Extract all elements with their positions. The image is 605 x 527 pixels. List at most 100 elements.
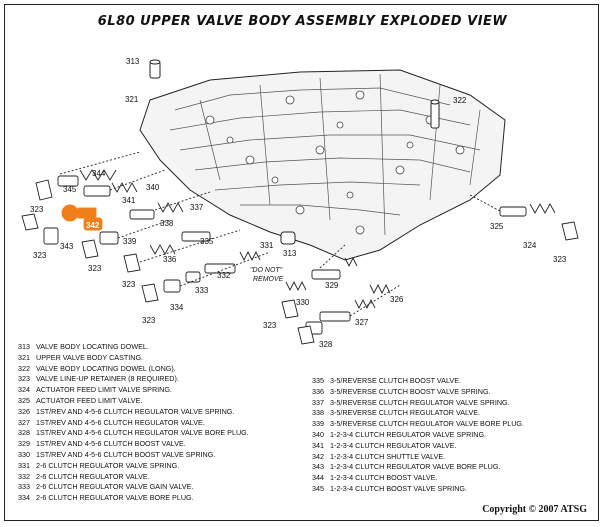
callout-343: 343 — [60, 242, 74, 251]
legend-item: 332 2-6 CLUTCH REGULATOR VALVE. — [18, 472, 249, 483]
legend-number: 330 — [18, 449, 30, 459]
legend-number: 342 — [312, 451, 324, 461]
callout-337: 337 — [190, 203, 204, 212]
svg-text:REMOVE: REMOVE — [253, 276, 284, 283]
legend-text: 1-2-3-4 CLUTCH REGULATOR VALVE. — [330, 440, 457, 450]
dowel-313-bottom — [280, 231, 296, 245]
callout-329: 329 — [325, 281, 339, 290]
legend-item: 339 3-5/REVERSE CLUTCH REGULATOR VALVE BO… — [312, 419, 524, 430]
upper-valve-body-casting — [139, 69, 506, 261]
legend-number: 333 — [18, 482, 30, 492]
legend-item: 335 3-5/REVERSE CLUTCH BOOST VALVE. — [312, 376, 524, 387]
legend-text: 2-6 CLUTCH REGULATOR VALVE BORE PLUG. — [36, 493, 194, 503]
legend-text: 1-2-3-4 CLUTCH SHUTTLE VALVE. — [330, 451, 446, 461]
callout-323-h: 323 — [122, 280, 136, 289]
legend-text: ACTUATOR FEED LIMIT VALVE. — [36, 395, 143, 405]
legend-text: 2-6 CLUTCH REGULATOR VALVE GAIN VALVE. — [36, 482, 194, 492]
legend-number: 340 — [312, 429, 324, 439]
legend-number: 343 — [312, 462, 324, 472]
legend-text: 1ST/REV AND 4-5-6 CLUTCH BOOST VALVE SPR… — [36, 449, 216, 459]
legend-text: UPPER VALVE BODY CASTING. — [36, 352, 144, 362]
legend-text: 3-5/REVERSE CLUTCH BOOST VALVE. — [330, 376, 462, 385]
legend-item: 333 2-6 CLUTCH REGULATOR VALVE GAIN VALVE… — [18, 482, 249, 493]
legend-number: 313 — [18, 342, 30, 351]
callout-342: 342 — [86, 221, 100, 230]
valve-train-right — [281, 194, 579, 345]
callout-341: 341 — [122, 196, 136, 205]
callout-313: 313 — [126, 57, 140, 66]
legend-number: 338 — [312, 408, 324, 418]
callout-313-b: 313 — [283, 249, 297, 258]
callout-338: 338 — [160, 219, 174, 228]
legend-text: 1ST/REV AND 4-5-6 CLUTCH REGULATOR VALVE… — [36, 406, 235, 416]
legend-number: 335 — [312, 376, 324, 385]
legend-item: 342 1-2-3-4 CLUTCH SHUTTLE VALVE. — [312, 452, 524, 463]
legend-number: 339 — [312, 419, 324, 429]
legend-text: 1ST/REV AND 4-5-6 CLUTCH REGULATOR VALVE… — [36, 428, 249, 438]
callout-322: 322 — [453, 96, 467, 105]
callout-327: 327 — [355, 318, 369, 327]
legend-number: 332 — [18, 471, 30, 481]
legend-number: 334 — [18, 493, 30, 503]
legend-item: 343 1-2-3-4 CLUTCH REGULATOR VALVE BORE P… — [312, 462, 524, 473]
legend-number: 325 — [18, 395, 30, 405]
legend-text: 3-5/REVERSE CLUTCH REGULATOR VALVE BORE … — [330, 419, 524, 429]
callout-332: 332 — [217, 271, 231, 280]
callout-labels: 313 321 322 344 345 340 341 323 342 343 … — [30, 57, 567, 349]
do-not-remove-note: "DO NOT" REMOVE — [250, 267, 284, 283]
legend-number: 326 — [18, 406, 30, 416]
callout-323-c: 323 — [553, 255, 567, 264]
callout-339: 339 — [123, 237, 137, 246]
callout-340: 340 — [146, 183, 160, 192]
callout-333: 333 — [195, 286, 209, 295]
callout-345: 345 — [63, 185, 77, 194]
legend-number: 327 — [18, 417, 30, 427]
legend-item: 322 VALVE BODY LOCATING DOWEL (LONG). — [18, 364, 249, 375]
legend-text: 1-2-3-4 CLUTCH BOOST VALVE. — [330, 473, 438, 483]
dowel-313-top — [149, 59, 161, 79]
legend-item: 337 3-5/REVERSE CLUTCH REGULATOR VALVE SP… — [312, 398, 524, 409]
legend-number: 328 — [18, 428, 30, 438]
legend-number: 337 — [312, 397, 324, 407]
legend-item: 321 UPPER VALVE BODY CASTING. — [18, 353, 249, 364]
legend-number: 336 — [312, 386, 324, 396]
callout-321: 321 — [125, 95, 139, 104]
callout-335: 335 — [200, 237, 214, 246]
legend-number: 329 — [18, 439, 30, 449]
legend-number: 321 — [18, 352, 30, 362]
callout-323-a: 323 — [30, 205, 44, 214]
page-title: 6L80 UPPER VALVE BODY ASSEMBLY EXPLODED … — [97, 14, 508, 29]
legend-text: 3-5/REVERSE CLUTCH REGULATOR VALVE SPRIN… — [330, 397, 510, 407]
legend-text: 1-2-3-4 CLUTCH REGULATOR VALVE BORE PLUG… — [330, 462, 501, 472]
copyright: Copyright © 2007 ATSG — [482, 504, 587, 515]
legend-text: 1ST/REV AND 4-5-6 CLUTCH REGULATOR VALVE… — [36, 417, 205, 427]
callout-325: 325 — [490, 222, 504, 231]
legend-text: 3-5/REVERSE CLUTCH BOOST VALVE SPRING. — [330, 386, 491, 396]
legend-number: 344 — [312, 473, 324, 483]
callout-334: 334 — [170, 303, 184, 312]
legend-item: 338 3-5/REVERSE CLUTCH REGULATOR VALVE. — [312, 408, 524, 419]
legend-item: 326 1ST/REV AND 4-5-6 CLUTCH REGULATOR VA… — [18, 407, 249, 418]
legend-text: VALVE BODY LOCATING DOWEL (LONG). — [36, 363, 176, 373]
callout-323-b: 323 — [33, 251, 47, 260]
legend-item: 344 1-2-3-4 CLUTCH BOOST VALVE. — [312, 473, 524, 484]
legend-item: 327 1ST/REV AND 4-5-6 CLUTCH REGULATOR VA… — [18, 418, 249, 429]
callout-331: 331 — [260, 241, 274, 250]
legend-text: 3-5/REVERSE CLUTCH REGULATOR VALVE. — [330, 408, 481, 418]
legend-text: 2-6 CLUTCH REGULATOR VALVE SPRING. — [36, 460, 180, 470]
legend-text: 2-6 CLUTCH REGULATOR VALVE. — [36, 471, 150, 481]
callout-330: 330 — [296, 298, 310, 307]
legend-item: 336 3-5/REVERSE CLUTCH BOOST VALVE SPRING… — [312, 387, 524, 398]
legend-item: 330 1ST/REV AND 4-5-6 CLUTCH BOOST VALVE … — [18, 450, 249, 461]
valve-train-left — [21, 151, 271, 303]
legend-number: 322 — [18, 363, 30, 373]
legend-right: 335 3-5/REVERSE CLUTCH BOOST VALVE. 336 3-5… — [312, 376, 524, 495]
